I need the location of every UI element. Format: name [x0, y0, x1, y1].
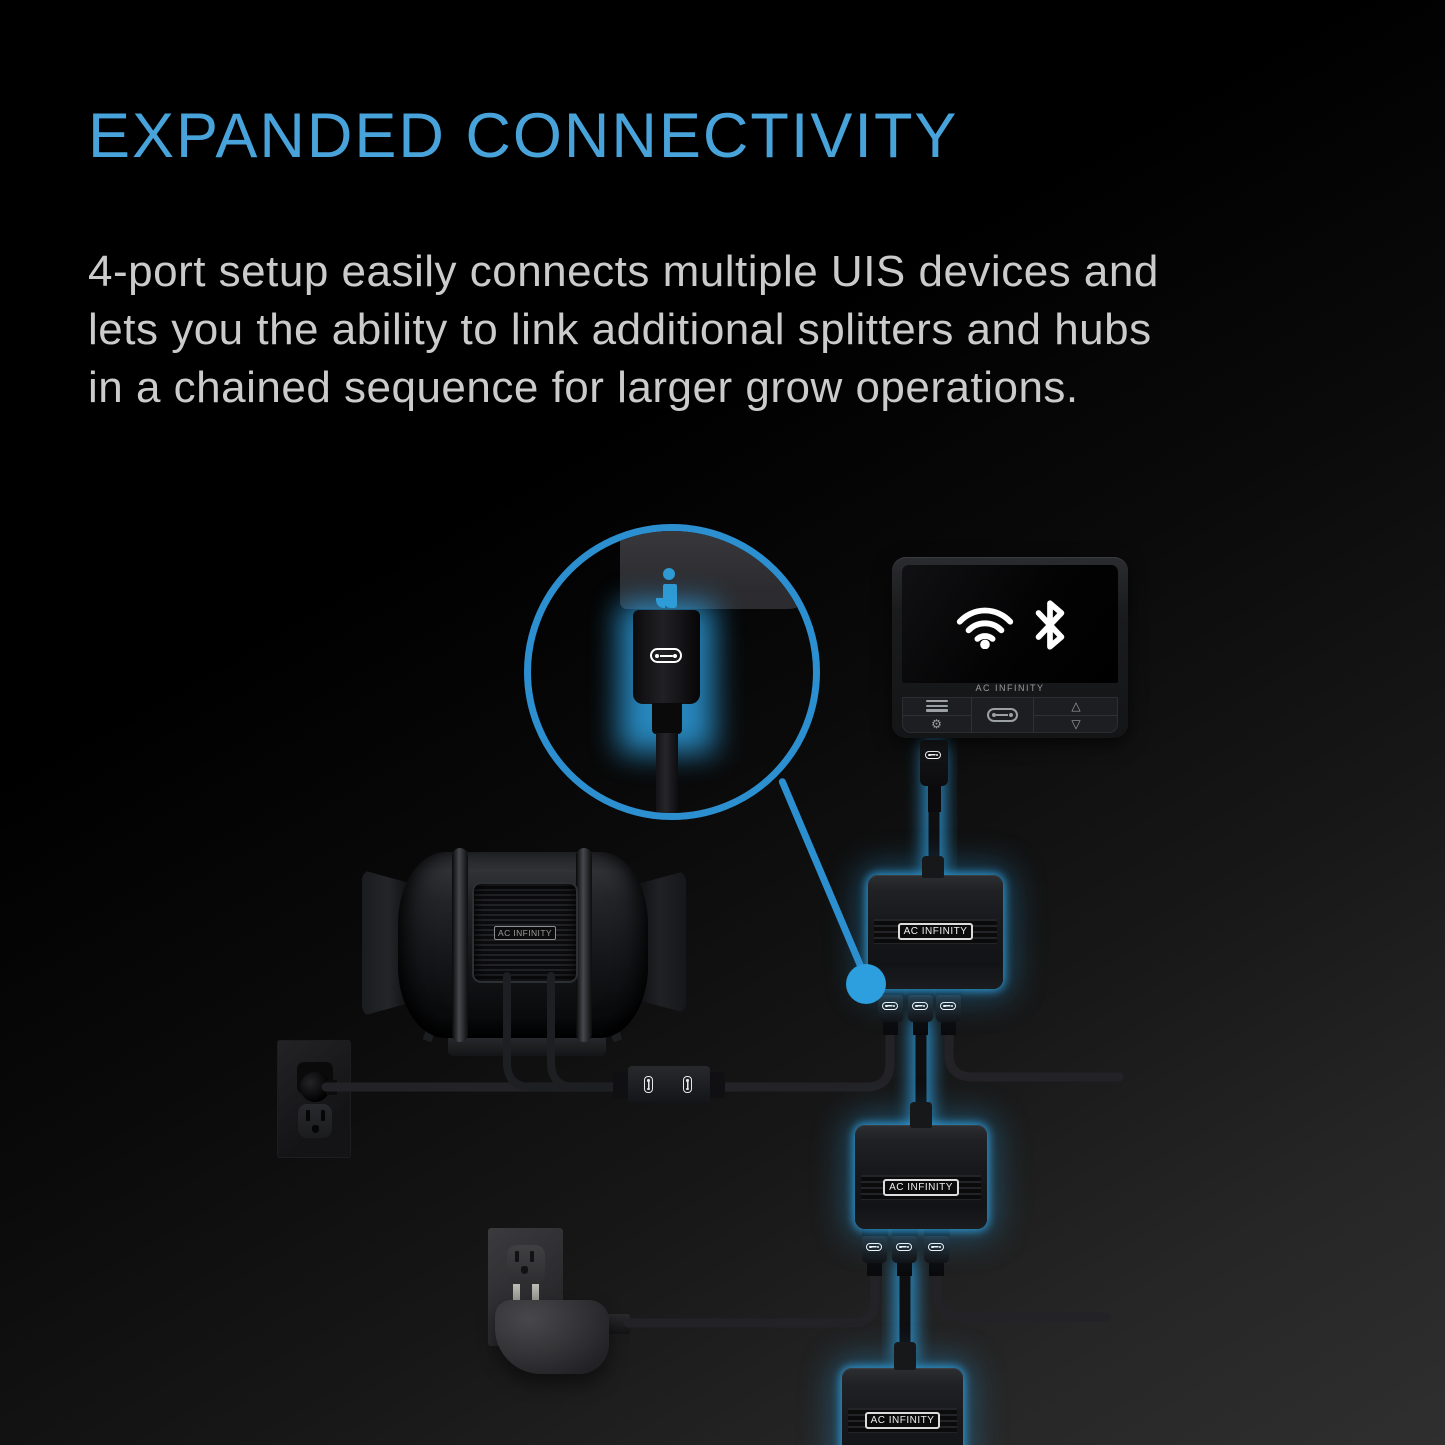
- cable-splitter2-right-stub: [932, 1263, 1112, 1322]
- splitter-port-plug: [892, 1236, 917, 1263]
- fan-clamp-strap: [576, 848, 592, 1042]
- fan-clamp-strap: [452, 848, 468, 1042]
- outlet-socket-top: [507, 1245, 545, 1283]
- controller-right-buttons: △ ▽: [1034, 697, 1118, 733]
- splitter-hub-1: AC INFINITY: [868, 875, 1003, 989]
- connector-neck: [652, 703, 682, 734]
- cable-coupler-splitter1: [707, 1019, 895, 1092]
- usb-c-connector: [920, 740, 948, 786]
- splitter-brand-label: AC INFINITY: [883, 1179, 959, 1196]
- plug-stem: [867, 1262, 882, 1276]
- down-button: ▽: [1034, 714, 1118, 734]
- splitter-port: [936, 988, 962, 997]
- fan-stand-base: [448, 1034, 606, 1056]
- menu-icon: [925, 699, 948, 712]
- usb-c-port-icon: [866, 1243, 882, 1251]
- outlet-ground-hole: [312, 1125, 319, 1133]
- usb-c-port-icon: [928, 1243, 944, 1251]
- splitter-port: [892, 1228, 918, 1237]
- gear-icon: ⚙: [931, 717, 942, 732]
- splitter-port-plug: [878, 995, 903, 1022]
- splitter-port-plug: [908, 995, 933, 1022]
- outlet-socket-bottom: [298, 1104, 332, 1138]
- usb-c-port-icon: [987, 708, 1018, 722]
- usb-c-port-icon: [683, 1076, 692, 1093]
- fan-ribbed-panel: AC INFINITY: [472, 882, 578, 983]
- adapter-prong: [532, 1284, 539, 1304]
- usb-c-port-icon: [882, 1002, 898, 1010]
- cable-fan-b: [547, 972, 630, 1091]
- bluetooth-icon: [1035, 600, 1065, 650]
- plug-stem: [883, 1021, 898, 1035]
- cable-strain-relief: [922, 856, 944, 878]
- splitter-stripe-band: AC INFINITY: [848, 1408, 957, 1433]
- controller-cable-stem: [928, 786, 941, 812]
- fan-brand-label: AC INFINITY: [494, 925, 556, 940]
- controller-brand-label: AC INFINITY: [975, 683, 1045, 693]
- usb-c-port-icon: [650, 648, 682, 663]
- down-arrow-icon: ▽: [1071, 717, 1081, 732]
- connector-cable: [656, 733, 678, 813]
- plug-stem: [897, 1262, 912, 1276]
- splitter-port: [908, 988, 934, 997]
- description-line: 4-port setup easily connects multiple UI…: [88, 247, 1159, 296]
- description-line: lets you the ability to link additional …: [88, 305, 1152, 354]
- splitter-brand-label: AC INFINITY: [897, 923, 974, 940]
- outlet-slot: [321, 1110, 325, 1121]
- plug-stem: [941, 1021, 956, 1035]
- controller-screen: [902, 565, 1118, 683]
- splitter-brand-label: AC INFINITY: [864, 1412, 941, 1429]
- port-button: [972, 697, 1034, 733]
- splitter-port: [924, 1228, 950, 1237]
- magnified-device-edge: [620, 531, 813, 609]
- menu-button: [902, 697, 971, 715]
- splitter-port-plug: [936, 995, 961, 1022]
- outlet-slot: [306, 1110, 310, 1121]
- coupler-end-cap: [708, 1072, 725, 1098]
- wall-outlet-1: [277, 1040, 351, 1158]
- cable-coupler: [628, 1066, 710, 1103]
- splitter-port-plug: [924, 1236, 949, 1263]
- coupler-end-cap: [613, 1072, 630, 1098]
- outlet-ground-hole: [521, 1266, 528, 1274]
- splitter-port-plug: [862, 1236, 887, 1263]
- splitter-hub-3: AC INFINITY: [842, 1368, 963, 1445]
- splitter-stripe-band: AC INFINITY: [861, 1175, 981, 1200]
- cable-fan-a: [503, 972, 630, 1091]
- page-title: EXPANDED CONNECTIVITY: [88, 101, 959, 171]
- splitter-port: [878, 988, 904, 997]
- cable-strain-relief: [894, 1342, 916, 1370]
- up-arrow-icon: △: [1071, 698, 1081, 713]
- ac-infinity-logo-icon: [663, 568, 675, 580]
- usb-c-port-icon: [644, 1076, 653, 1093]
- magnifier-circle: [524, 524, 820, 820]
- usb-c-port-icon: [896, 1243, 912, 1251]
- splitter-stripe-band: AC INFINITY: [874, 919, 997, 944]
- usb-c-port-icon: [940, 1002, 956, 1010]
- description-line: in a chained sequence for larger grow op…: [88, 363, 1079, 412]
- outlet-slot: [530, 1251, 534, 1262]
- splitter-hub-2: AC INFINITY: [855, 1125, 987, 1229]
- cable-adapter-splitter2: [623, 1261, 880, 1328]
- cable-splitter1-right-stub: [944, 1023, 1124, 1082]
- plug-stem: [929, 1262, 944, 1276]
- adapter-prong: [513, 1284, 520, 1304]
- usb-c-port-icon: [925, 751, 941, 759]
- usb-c-port-icon: [912, 1002, 928, 1010]
- ac-infinity-logo-icon: [663, 584, 677, 608]
- controller-buttons: ⚙ △ ▽: [902, 697, 1118, 733]
- up-button: △: [1034, 697, 1118, 715]
- uis-controller: AC INFINITY ⚙ △ ▽: [892, 557, 1128, 738]
- settings-button: ⚙: [902, 714, 971, 734]
- controller-left-buttons: ⚙: [902, 697, 972, 733]
- plug-stem: [913, 1021, 928, 1035]
- cable-strain-relief: [910, 1102, 932, 1128]
- outlet-slot: [515, 1251, 519, 1262]
- splitter-port: [862, 1228, 888, 1237]
- description: 4-port setup easily connects multiple UI…: [88, 243, 1159, 417]
- adapter-cable-stub: [603, 1314, 630, 1334]
- power-adapter: [495, 1300, 609, 1374]
- connection-point-dot: [846, 964, 886, 1004]
- wifi-icon: [956, 607, 1014, 649]
